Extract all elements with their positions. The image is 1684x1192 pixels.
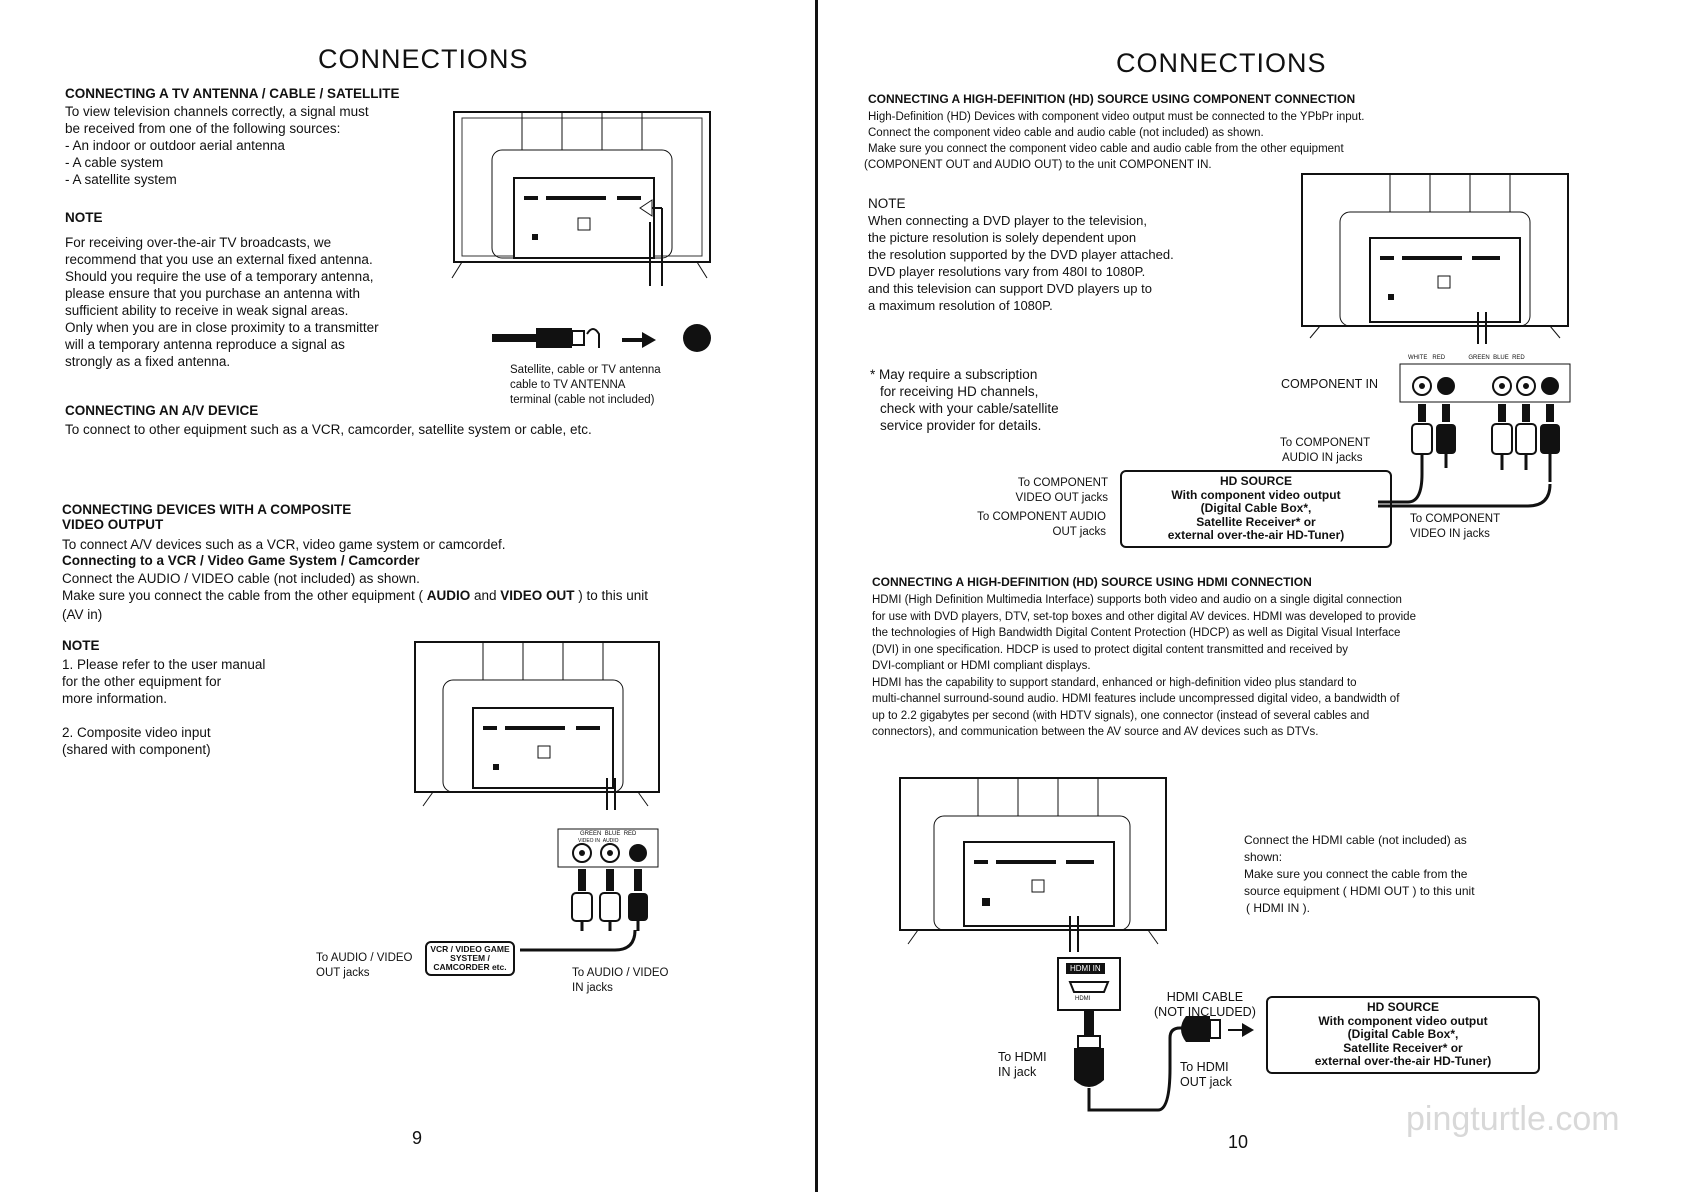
av-device-heading: CONNECTING AN A/V DEVICE xyxy=(65,403,259,418)
jack-color-labels: GREEN BLUE RED xyxy=(580,831,637,837)
page-number: 10 xyxy=(1228,1132,1249,1152)
page-divider xyxy=(815,0,818,1192)
subscription-note: * May require a subscription for receivi… xyxy=(870,367,1059,433)
component-cable-lines xyxy=(1378,473,1552,508)
component-note-heading: NOTE xyxy=(868,196,906,211)
left-page: CONNECTIONS CONNECTING A TV ANTENNA / CA… xyxy=(0,0,815,1192)
av-jack-panel xyxy=(557,828,659,931)
antenna-cable-connector-icon xyxy=(492,324,711,352)
hd-source-box-hdmi: HD SOURCE With component video output (D… xyxy=(1266,996,1540,1074)
tv-back-illustration xyxy=(1301,173,1569,344)
page-title: CONNECTIONS xyxy=(318,44,529,74)
hd-source-box-component: HD SOURCE With component video output (D… xyxy=(1120,470,1392,548)
antenna-caption: Satellite, cable or TV antenna cable to … xyxy=(510,364,661,406)
to-hdmi-in-label: To HDMI IN jack xyxy=(998,1050,1047,1079)
av-out-label: To AUDIO / VIDEO OUT jacks xyxy=(316,952,413,979)
composite-intro: To connect A/V devices such as a VCR, vi… xyxy=(62,537,506,552)
component-jack-panel xyxy=(1399,363,1571,482)
antenna-note-heading: NOTE xyxy=(65,210,103,225)
page-number: 9 xyxy=(412,1128,423,1148)
hdmi-port-label: HDMI xyxy=(1075,996,1091,1002)
to-hdmi-out-label: To HDMI OUT jack xyxy=(1180,1060,1232,1089)
hdmi-description: HDMI (High Definition Multimedia Interfa… xyxy=(872,594,1416,738)
composite-subheading: Connecting to a VCR / Video Game System … xyxy=(62,553,420,568)
page-title: CONNECTIONS xyxy=(1116,48,1327,78)
antenna-heading: CONNECTING A TV ANTENNA / CABLE / SATELL… xyxy=(65,86,400,101)
watermark: pingturtle.com xyxy=(1406,1100,1620,1138)
jack-function-labels: VIDEO IN AUDIO xyxy=(578,838,619,844)
composite-note-heading: NOTE xyxy=(62,638,100,653)
to-component-audio-out-label: To COMPONENT AUDIO OUT jacks xyxy=(977,511,1106,538)
composite-line2: Make sure you connect the cable from the… xyxy=(62,588,649,603)
tv-back-illustration xyxy=(899,777,1167,952)
vcr-device-box: VCR / VIDEO GAME SYSTEM / CAMCORDER etc. xyxy=(425,941,515,976)
av-in-label: To AUDIO / VIDEO IN jacks xyxy=(572,967,669,994)
component-heading: CONNECTING A HIGH-DEFINITION (HD) SOURCE… xyxy=(868,92,1356,106)
component-note: When connecting a DVD player to the tele… xyxy=(868,213,1174,313)
hdmi-heading: CONNECTING A HIGH-DEFINITION (HD) SOURCE… xyxy=(872,575,1312,589)
to-component-audio-in-label: To COMPONENT AUDIO IN jacks xyxy=(1280,437,1371,464)
tv-back-illustration xyxy=(414,641,660,810)
hdmi-port-illustration xyxy=(1057,957,1254,1112)
right-page: CONNECTIONS CONNECTING A HIGH-DEFINITION… xyxy=(818,0,1684,1192)
component-intro: High-Definition (HD) Devices with compon… xyxy=(864,111,1365,171)
av-cable-line xyxy=(520,929,637,952)
antenna-intro: To view television channels correctly, a… xyxy=(65,104,369,187)
composite-heading: CONNECTING DEVICES WITH A COMPOSITE VIDE… xyxy=(62,502,352,532)
hdmi-cable-label: HDMI CABLE (NOT INCLUDED) xyxy=(1154,990,1256,1019)
composite-line1: Connect the AUDIO / VIDEO cable (not inc… xyxy=(62,571,420,586)
component-in-label: COMPONENT IN xyxy=(1281,377,1378,391)
component-jack-colors: WHITE RED GREEN BLUE RED xyxy=(1408,355,1525,361)
composite-note: 1. Please refer to the user manual for t… xyxy=(62,657,266,757)
to-component-video-out-label: To COMPONENT VIDEO OUT jacks xyxy=(1015,477,1108,504)
to-component-video-in-label: To COMPONENT VIDEO IN jacks xyxy=(1410,513,1501,540)
hdmi-instructions: Connect the HDMI cable (not included) as… xyxy=(1244,833,1475,915)
av-device-text: To connect to other equipment such as a … xyxy=(65,422,592,437)
composite-line3: (AV in) xyxy=(62,607,103,622)
tv-back-illustration xyxy=(451,111,711,286)
hdmi-in-tag: HDMI IN xyxy=(1066,963,1105,974)
antenna-note: For receiving over-the-air TV broadcasts… xyxy=(65,235,379,369)
